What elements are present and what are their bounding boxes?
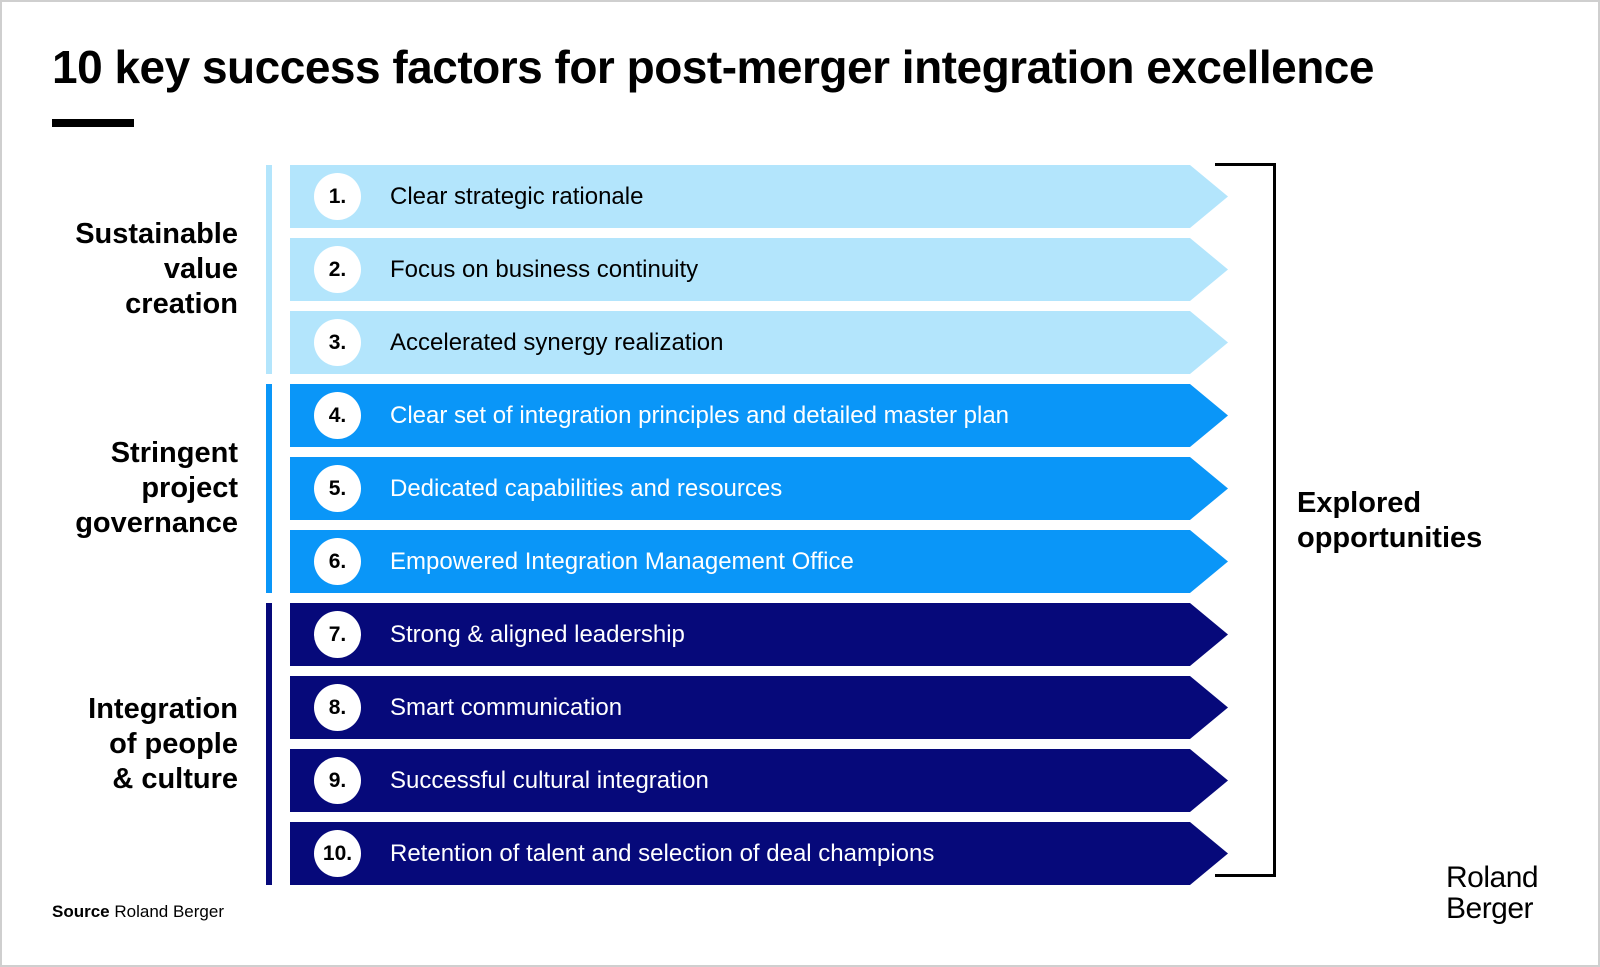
factor-number-badge: 10. xyxy=(314,830,361,877)
factor-text: Strong & aligned leadership xyxy=(390,620,685,648)
factor-row: 7. Strong & aligned leadership xyxy=(290,603,1228,666)
factor-number-badge: 4. xyxy=(314,392,361,439)
source-label: Source xyxy=(52,902,110,921)
factor-text: Retention of talent and selection of dea… xyxy=(390,839,935,867)
source-value: Roland Berger xyxy=(114,902,224,921)
factor-number-badge: 3. xyxy=(314,319,361,366)
source-note: Source Roland Berger xyxy=(52,902,224,922)
factor-number-badge: 5. xyxy=(314,465,361,512)
group-label: Sustainable value creation xyxy=(75,218,238,320)
factor-number-badge: 1. xyxy=(314,173,361,220)
title-underline xyxy=(52,119,134,127)
group-rule xyxy=(266,165,272,374)
roland-berger-logo: Roland Berger xyxy=(1446,861,1539,925)
factor-row: 6. Empowered Integration Management Offic… xyxy=(290,530,1228,593)
factor-text: Dedicated capabilities and resources xyxy=(390,474,783,502)
page-title: 10 key success factors for post-merger i… xyxy=(52,41,1374,93)
factor-row: 3. Accelerated synergy realization xyxy=(290,311,1228,374)
explored-bracket xyxy=(1215,163,1276,877)
group-label: Integration of people & culture xyxy=(88,693,238,795)
factor-text: Clear strategic rationale xyxy=(390,182,644,210)
factor-text: Accelerated synergy realization xyxy=(390,328,724,356)
factor-row: 2. Focus on business continuity xyxy=(290,238,1228,301)
factor-text: Clear set of integration principles and … xyxy=(390,401,1010,429)
factor-text: Successful cultural integration xyxy=(390,766,709,794)
factor-row: 8. Smart communication xyxy=(290,676,1228,739)
factor-number-badge: 6. xyxy=(314,538,361,585)
factor-row: 4. Clear set of integration principles an… xyxy=(290,384,1228,447)
factor-row: 1. Clear strategic rationale xyxy=(290,165,1228,228)
group-rule xyxy=(266,384,272,593)
explored-opportunities-label: Explored opportunities xyxy=(1297,487,1483,554)
factor-row: 10. Retention of talent and selection of … xyxy=(290,822,1228,885)
factor-number-badge: 9. xyxy=(314,757,361,804)
factor-row: 9. Successful cultural integration xyxy=(290,749,1228,812)
factor-text: Smart communication xyxy=(390,693,623,721)
factor-text: Empowered Integration Management Office xyxy=(390,547,854,575)
factor-number-badge: 8. xyxy=(314,684,361,731)
group-rule xyxy=(266,603,272,885)
factor-text: Focus on business continuity xyxy=(390,255,699,283)
group-label: Stringent project governance xyxy=(75,437,238,539)
factor-number-badge: 2. xyxy=(314,246,361,293)
factor-row: 5. Dedicated capabilities and resources xyxy=(290,457,1228,520)
factor-number-badge: 7. xyxy=(314,611,361,658)
